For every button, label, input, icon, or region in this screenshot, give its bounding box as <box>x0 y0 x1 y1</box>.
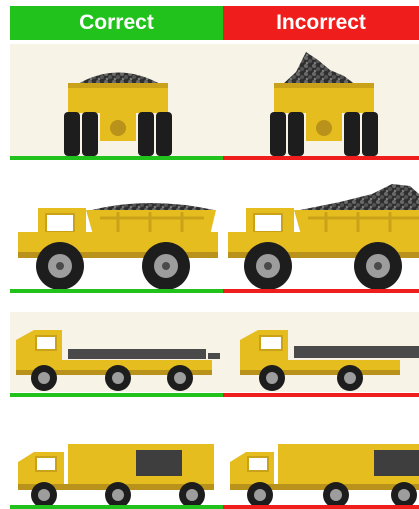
correct-underline <box>10 505 223 509</box>
row-1-rear-view <box>10 44 419 160</box>
level-load <box>92 203 214 210</box>
box-truck-correct <box>18 444 214 508</box>
correct-underline <box>10 156 223 160</box>
correct-underline <box>10 393 223 397</box>
flatbed-load <box>68 349 206 359</box>
rear-heavy-load <box>374 450 419 476</box>
overhanging-load <box>294 346 419 358</box>
heaped-load <box>300 184 419 210</box>
box-truck-incorrect <box>230 444 419 508</box>
correct-underline <box>10 289 223 293</box>
row-4-box-truck <box>10 444 419 509</box>
row-3-flatbed <box>10 312 419 397</box>
incorrect-underline <box>223 393 419 397</box>
incorrect-underline <box>223 289 419 293</box>
incorrect-underline <box>223 505 419 509</box>
dump-truck-correct <box>18 203 218 290</box>
row-2-dump-truck <box>10 184 419 293</box>
dump-truck-incorrect <box>228 184 419 290</box>
centered-load <box>136 450 182 476</box>
incorrect-underline <box>223 156 419 160</box>
